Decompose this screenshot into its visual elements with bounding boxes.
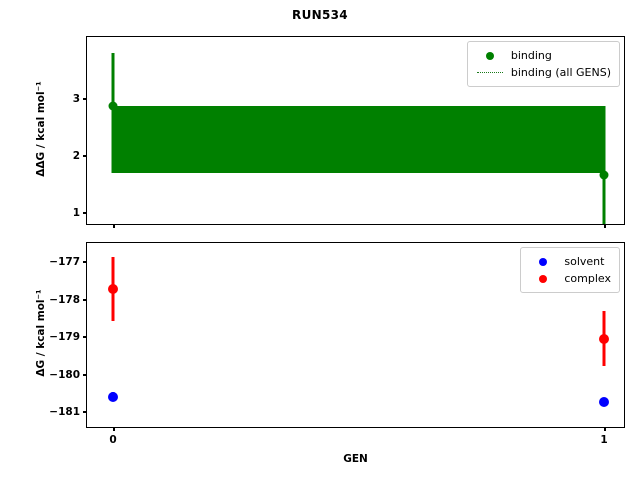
binding-errorbar-gen0	[111, 53, 115, 173]
solvent-marker-gen0	[108, 392, 118, 402]
bottom-plot-area	[87, 243, 624, 427]
top-ytick-label-3: 3	[72, 93, 80, 105]
binding-marker-gen1	[599, 170, 609, 180]
bottom-ytick-mark-m181	[83, 411, 87, 413]
legend-label-binding: binding	[510, 49, 552, 62]
filled-circle-icon	[528, 257, 558, 266]
bottom-xtick-label-0: 0	[109, 434, 117, 446]
bottom-ytick-label-m178: −178	[49, 294, 80, 306]
legend-item-binding[interactable]: binding	[475, 47, 611, 64]
legend-label-complex: complex	[564, 272, 611, 285]
bottom-ytick-label-m180: −180	[49, 369, 80, 381]
bottom-xtick-mark-0	[113, 427, 115, 431]
legend-label-solvent: solvent	[564, 255, 605, 268]
binding-errorbar-gen1	[602, 106, 606, 224]
bottom-ytick-label-m181: −181	[49, 406, 80, 418]
legend-label-binding-all-gens: binding (all GENS)	[510, 66, 611, 79]
solvent-marker-gen1	[599, 397, 609, 407]
bottom-panel-legend: solvent complex	[520, 247, 620, 293]
bottom-panel-ylabel: ΔG / kcal mol⁻¹	[35, 289, 47, 377]
binding-all-gens-band	[113, 106, 604, 173]
legend-item-complex[interactable]: complex	[528, 270, 611, 287]
top-ytick-label-2: 2	[72, 150, 80, 162]
legend-item-binding-all-gens[interactable]: binding (all GENS)	[475, 64, 611, 81]
bottom-ytick-label-m179: −179	[49, 331, 80, 343]
complex-marker-gen1	[599, 334, 609, 344]
top-panel-ylabel: ΔΔG / kcal mol⁻¹	[35, 80, 47, 177]
top-panel-legend: binding binding (all GENS)	[466, 41, 620, 87]
filled-circle-icon	[475, 51, 505, 60]
top-xtick-mark-0	[113, 224, 115, 228]
top-ytick-mark-2	[83, 155, 87, 157]
bottom-ytick-mark-m179	[83, 336, 87, 338]
dotted-line-icon	[475, 72, 505, 73]
top-panel-axes: ΔΔG / kcal mol⁻¹ 3 2 1 binding	[35, 36, 625, 228]
complex-marker-gen0	[108, 284, 118, 294]
top-ytick-mark-3	[83, 98, 87, 100]
bottom-xtick-label-1: 1	[600, 434, 608, 446]
bottom-xtick-mark-1	[604, 427, 606, 431]
filled-circle-icon	[528, 274, 558, 283]
bottom-panel-xlabel: GEN	[343, 453, 368, 465]
top-xtick-mark-1	[604, 224, 606, 228]
top-ytick-mark-1	[83, 212, 87, 214]
bottom-ytick-mark-m177	[83, 261, 87, 263]
legend-item-solvent[interactable]: solvent	[528, 253, 611, 270]
bottom-panel-axes: ΔG / kcal mol⁻¹ −177 −178 −179 −180 −181…	[35, 242, 625, 465]
binding-marker-gen0	[108, 101, 118, 111]
top-plot-area	[87, 37, 624, 224]
bottom-ytick-mark-m180	[83, 374, 87, 376]
bottom-ytick-label-m177: −177	[49, 256, 80, 268]
figure-title: RUN534	[292, 8, 348, 22]
bottom-ytick-mark-m178	[83, 299, 87, 301]
top-ytick-label-1: 1	[72, 207, 80, 219]
